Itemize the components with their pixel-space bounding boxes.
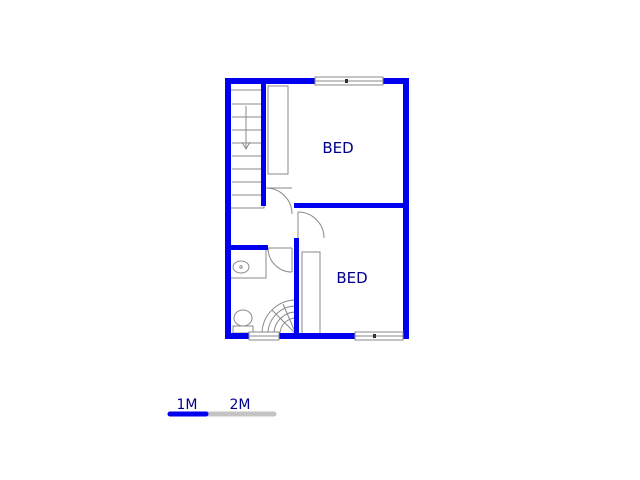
scale-bar: 1M 2M bbox=[167, 397, 277, 417]
staircase bbox=[229, 89, 265, 209]
basin-icon bbox=[232, 260, 250, 274]
wardrobe bbox=[301, 251, 321, 335]
room-label-bedroom-2: BED bbox=[336, 269, 367, 287]
scale-label-2m: 2M bbox=[230, 397, 251, 413]
stair-direction-arrow-icon bbox=[241, 106, 251, 151]
toilet-icon bbox=[232, 309, 254, 334]
window bbox=[314, 76, 384, 86]
door-swing bbox=[297, 211, 325, 239]
window bbox=[248, 331, 280, 341]
wardrobe bbox=[267, 85, 289, 175]
shower-icon bbox=[261, 299, 297, 335]
window bbox=[354, 331, 404, 341]
scale-label-1m: 1M bbox=[177, 397, 198, 413]
door-swing bbox=[265, 187, 293, 215]
room-label-bedroom-1: BED bbox=[322, 139, 353, 157]
door-swing bbox=[267, 247, 293, 273]
walls bbox=[225, 78, 409, 339]
